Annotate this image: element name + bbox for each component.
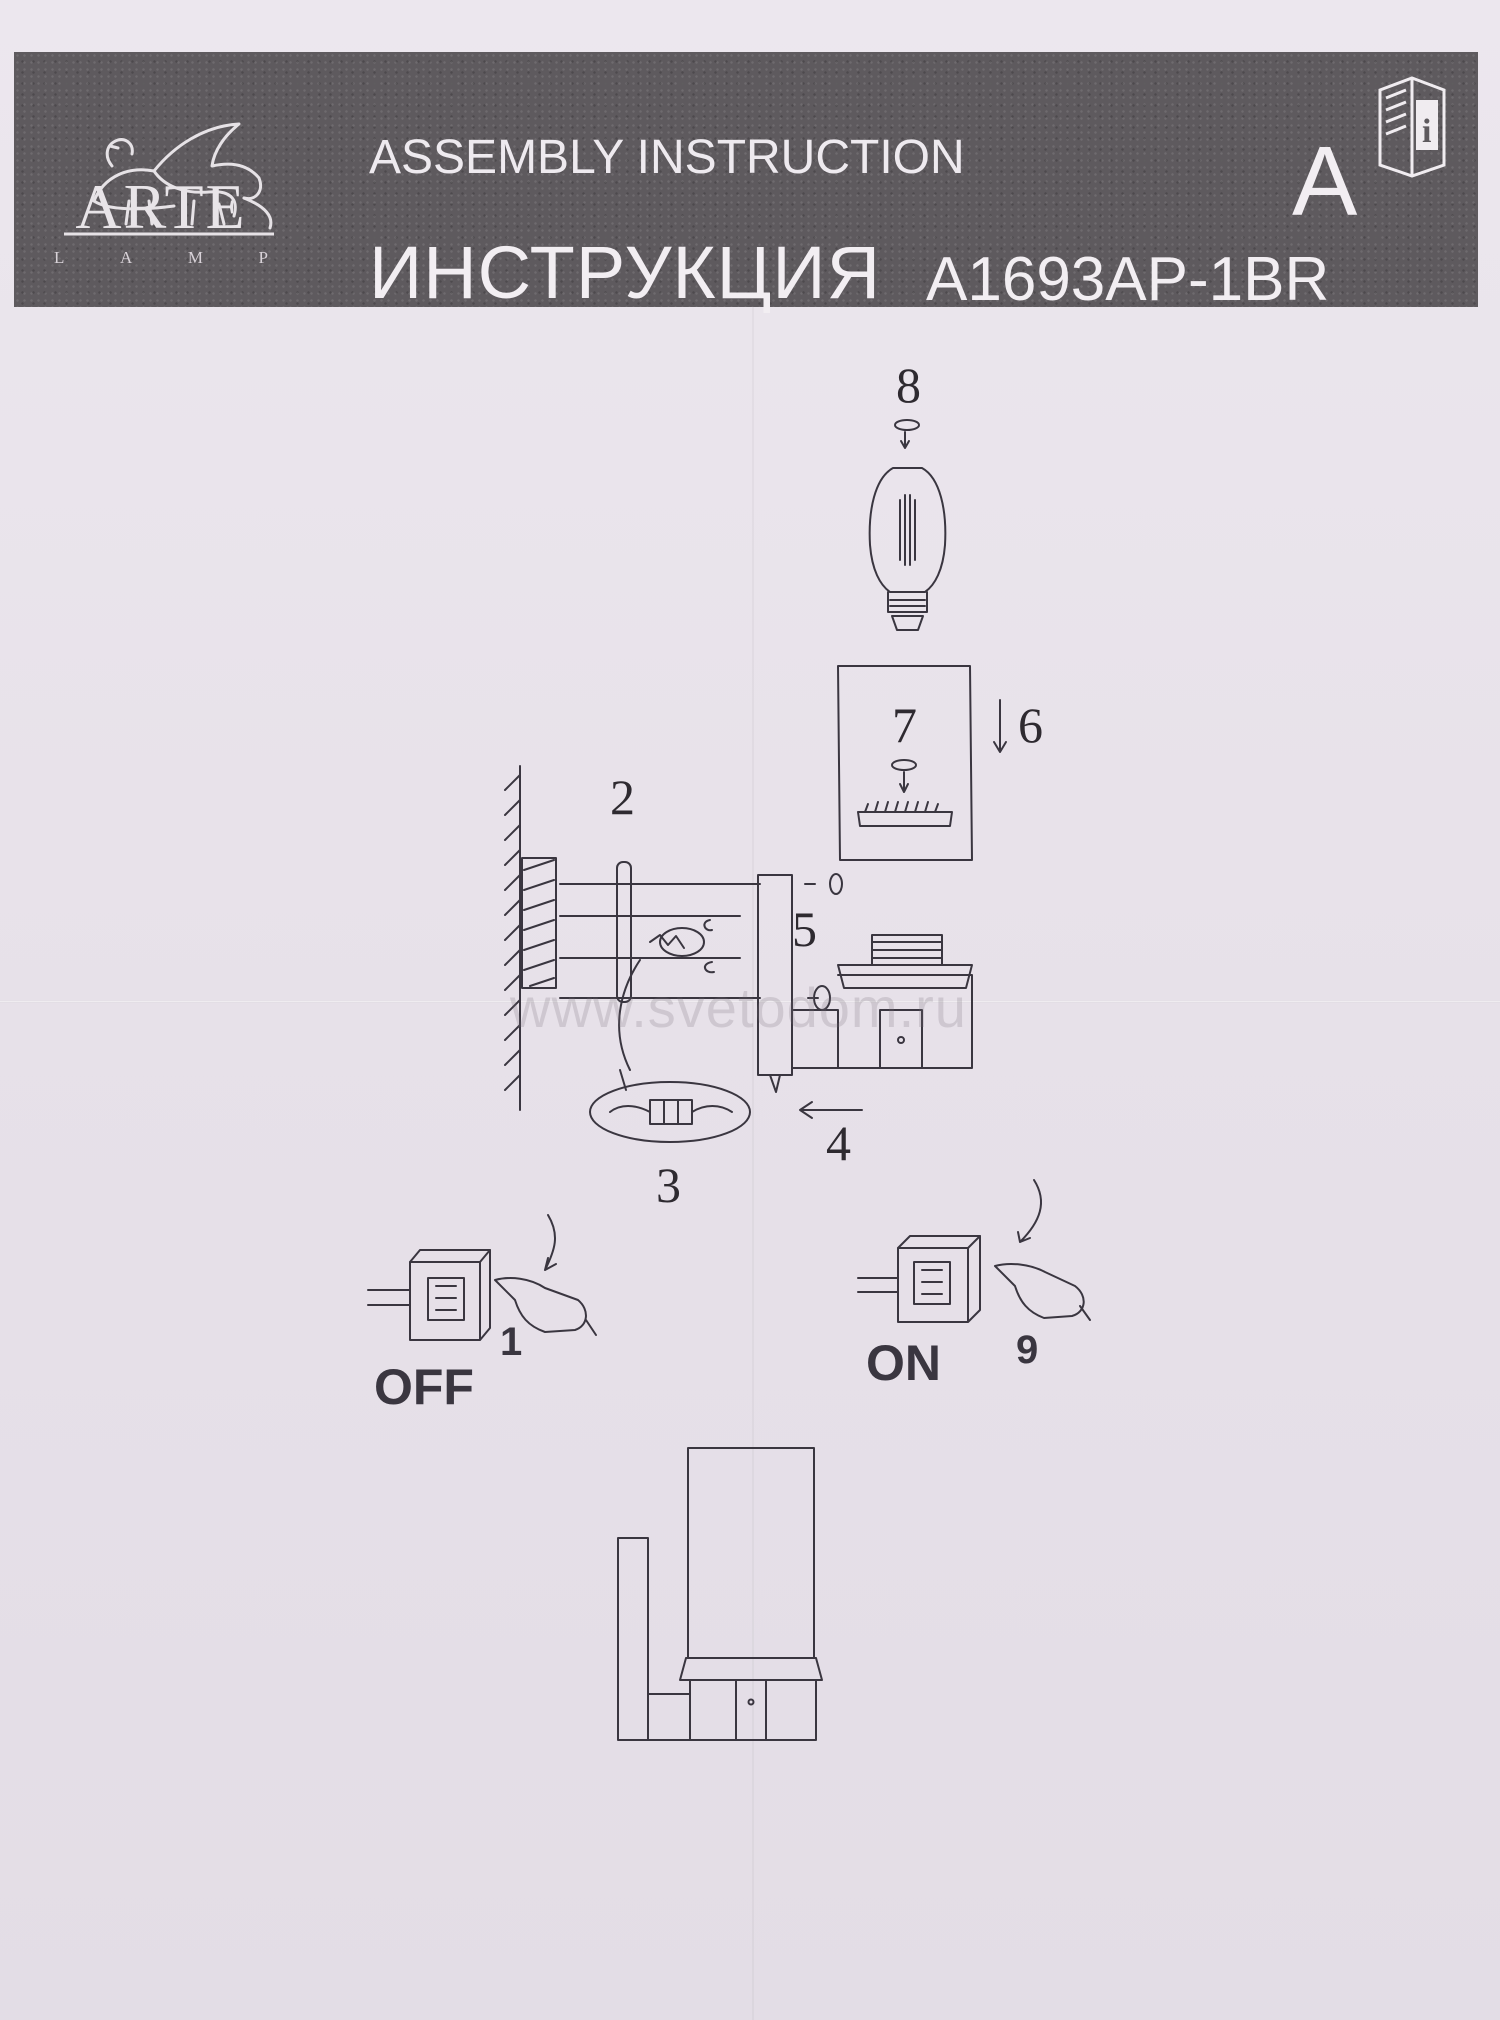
bulb-icon <box>868 419 947 631</box>
step-5-label: 5 <box>792 901 817 957</box>
brand-logo-text: ARTE <box>75 171 247 242</box>
step-2-label: 2 <box>610 769 635 825</box>
paper-fold-horizontal <box>0 1000 1500 1003</box>
brand-logo-subtext: L A M P <box>46 248 276 268</box>
brand-sub-letter: L <box>54 248 65 267</box>
info-book-icon: i <box>1378 76 1446 178</box>
title-english: ASSEMBLY INSTRUCTION <box>369 131 965 184</box>
switch-on-icon <box>857 1179 1091 1323</box>
version-letter: A <box>1292 126 1358 236</box>
title-russian: ИНСТРУКЦИЯ <box>369 231 882 314</box>
brand-sub-letter: A <box>119 248 133 267</box>
step-9-label: 9 <box>1016 1328 1039 1372</box>
svg-text:i: i <box>1422 113 1431 150</box>
switch-on-label: ON <box>866 1335 941 1391</box>
switch-off-label: OFF <box>374 1359 474 1415</box>
mounting-plate-icon <box>559 861 761 1071</box>
terminal-block-detail-icon <box>589 1069 751 1143</box>
model-number: A1693AP-1BR <box>926 245 1330 314</box>
watermark-text: www.svetodom.ru <box>510 976 967 1039</box>
glass-shade-icon <box>837 665 1007 861</box>
assembled-lamp-icon <box>617 1447 823 1741</box>
step-8-label: 8 <box>896 357 921 413</box>
brand-sub-letter: M <box>187 248 203 267</box>
step-6-label: 6 <box>1018 697 1043 753</box>
wall-hatching-icon <box>504 765 557 1111</box>
brand-sub-letter: P <box>258 248 268 267</box>
lamp-body-icon <box>757 873 973 1119</box>
step-7-label: 7 <box>892 697 917 753</box>
switch-off-icon <box>367 1214 597 1341</box>
step-4-label: 4 <box>826 1115 851 1171</box>
step-3-label: 3 <box>656 1157 681 1213</box>
header-banner: ARTE L A M P ASSEMBLY INSTRUCTION ИНСТРУ… <box>14 52 1478 314</box>
griffin-logo-icon <box>64 122 274 236</box>
step-1-label: 1 <box>500 1320 523 1364</box>
